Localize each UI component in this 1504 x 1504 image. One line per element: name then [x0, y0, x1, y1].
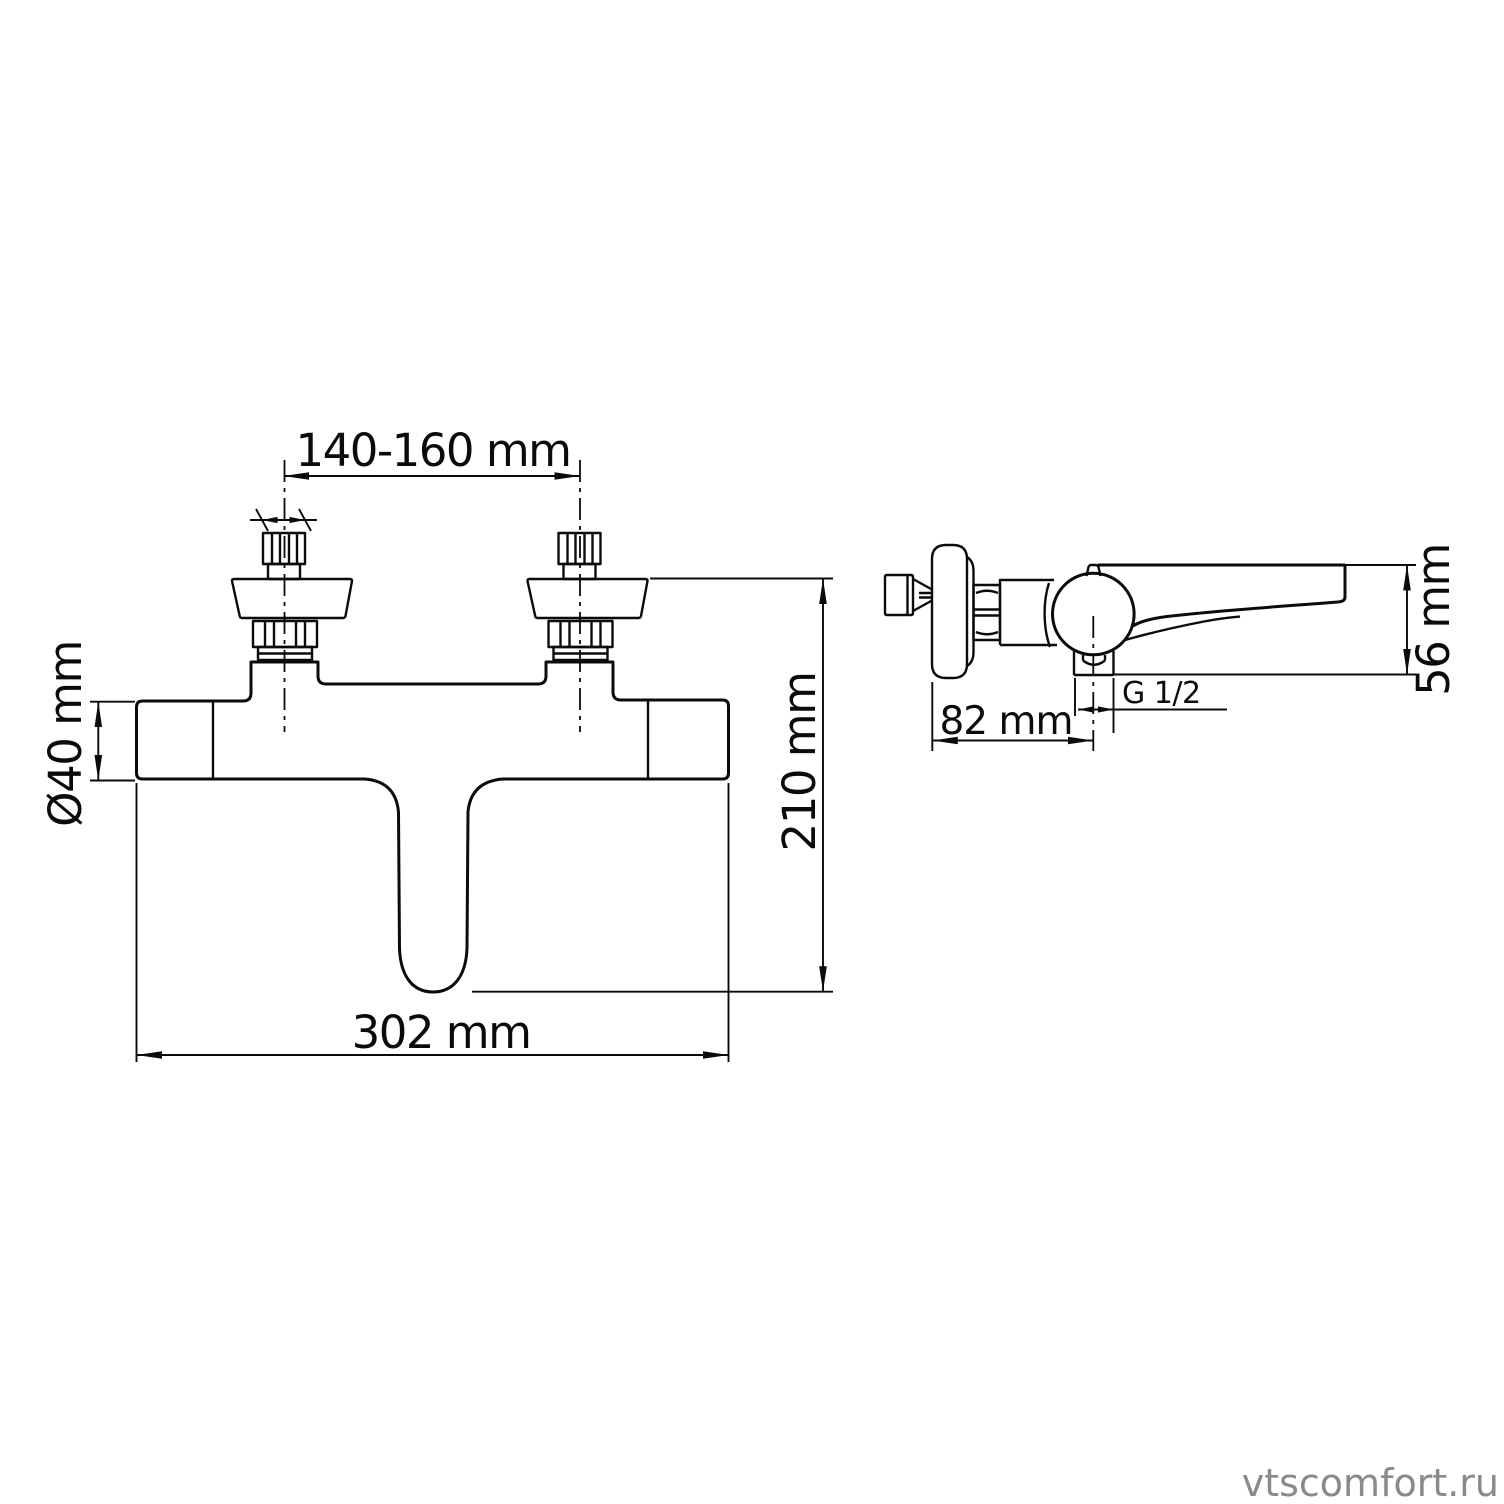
spout-end: [1337, 565, 1347, 604]
dim-label-wall-depth: 82 mm: [939, 699, 1072, 744]
watermark-text: vtscomfort.ru: [1242, 1461, 1499, 1504]
escutcheon-cup: [526, 577, 649, 620]
hex-nut-facets: [559, 621, 602, 647]
hex-connector-facets: [973, 589, 1000, 636]
dim-label-outlet-thread: G 1/2: [1122, 676, 1201, 711]
dim-label-mounting-span: 140-160 mm: [296, 424, 571, 477]
dim-overall-width: 302 mm: [135, 783, 730, 1062]
escutcheon-cup: [230, 577, 354, 620]
wall-flange: [930, 543, 969, 680]
dim-thread-width: [250, 508, 317, 532]
extension-lines: [1113, 564, 1416, 676]
thread-facets: [566, 533, 594, 564]
extension-lines: [1074, 678, 1115, 733]
dim-label-overall-width: 302 mm: [352, 1006, 531, 1059]
left-eccentric-assembly: [230, 531, 354, 662]
dim-mounting-span: 140-160 mm: [283, 424, 580, 480]
valve-body-face-arc: [1043, 582, 1052, 648]
oblique-ticks: [255, 508, 312, 532]
dim-label-body-diameter: Ø40 mm: [39, 641, 92, 827]
mixer-body-outline: [135, 660, 730, 994]
dim-outlet-thread: G 1/2: [1074, 676, 1227, 733]
thread-facets: [270, 533, 299, 564]
right-eccentric-assembly: [526, 531, 649, 662]
dim-spout-height: 56 mm: [1113, 544, 1460, 696]
dim-body-diameter: Ø40 mm: [39, 641, 135, 827]
dim-overall-height: 210 mm: [472, 577, 833, 993]
extension-lines: [472, 577, 833, 993]
valve-body: [998, 578, 1057, 647]
spout-belly-line: [1124, 615, 1241, 642]
hex-nut-facets: [263, 621, 307, 647]
front-view: 140-160 mm Ø40 mm 302 mm 210 mm: [39, 424, 833, 1062]
wall-nipple: [883, 573, 915, 617]
handle-circle: [1051, 571, 1136, 657]
dim-label-overall-height: 210 mm: [773, 673, 826, 852]
extension-lines: [135, 783, 730, 1062]
side-view: 82 mm G 1/2 56 mm: [883, 543, 1460, 751]
extension-lines: [90, 700, 135, 782]
spout-bottom-edge: [1132, 600, 1339, 628]
dim-label-spout-height: 56 mm: [1407, 544, 1460, 696]
dim-wall-depth: 82 mm: [931, 682, 1094, 751]
cone-transition: [912, 577, 933, 613]
